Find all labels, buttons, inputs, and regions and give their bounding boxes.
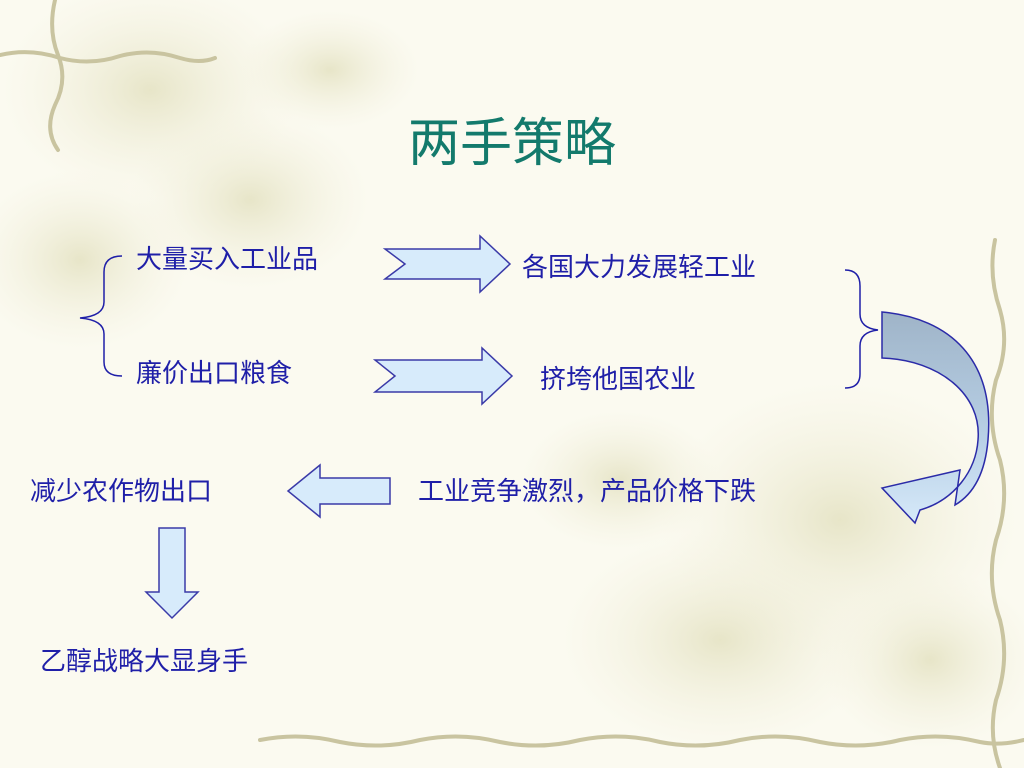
node-reduce-export: 减少农作物出口 bbox=[30, 477, 213, 507]
curved-arrow-to-competition bbox=[880, 311, 990, 525]
slide-title: 两手策略 bbox=[407, 114, 616, 174]
right-arrow-grain-to-agri bbox=[372, 346, 514, 406]
node-competition: 工业竞争激烈，产品价格下跌 bbox=[418, 477, 757, 507]
right-brace bbox=[844, 269, 879, 389]
node-light-industry: 各国大力发展轻工业 bbox=[522, 253, 757, 283]
node-squeeze-agri: 挤垮他国农业 bbox=[540, 365, 697, 395]
left-brace bbox=[79, 255, 123, 377]
down-arrow-to-ethanol bbox=[144, 527, 200, 620]
node-export-grain: 廉价出口粮食 bbox=[136, 359, 293, 389]
right-arrow-buy-to-industry bbox=[382, 234, 512, 294]
node-ethanol: 乙醇战略大显身手 bbox=[40, 647, 249, 677]
left-arrow-to-reduce-export bbox=[286, 463, 391, 519]
faded-flower-decoration bbox=[0, 0, 1024, 750]
node-buy-industrial: 大量买入工业品 bbox=[136, 245, 319, 275]
